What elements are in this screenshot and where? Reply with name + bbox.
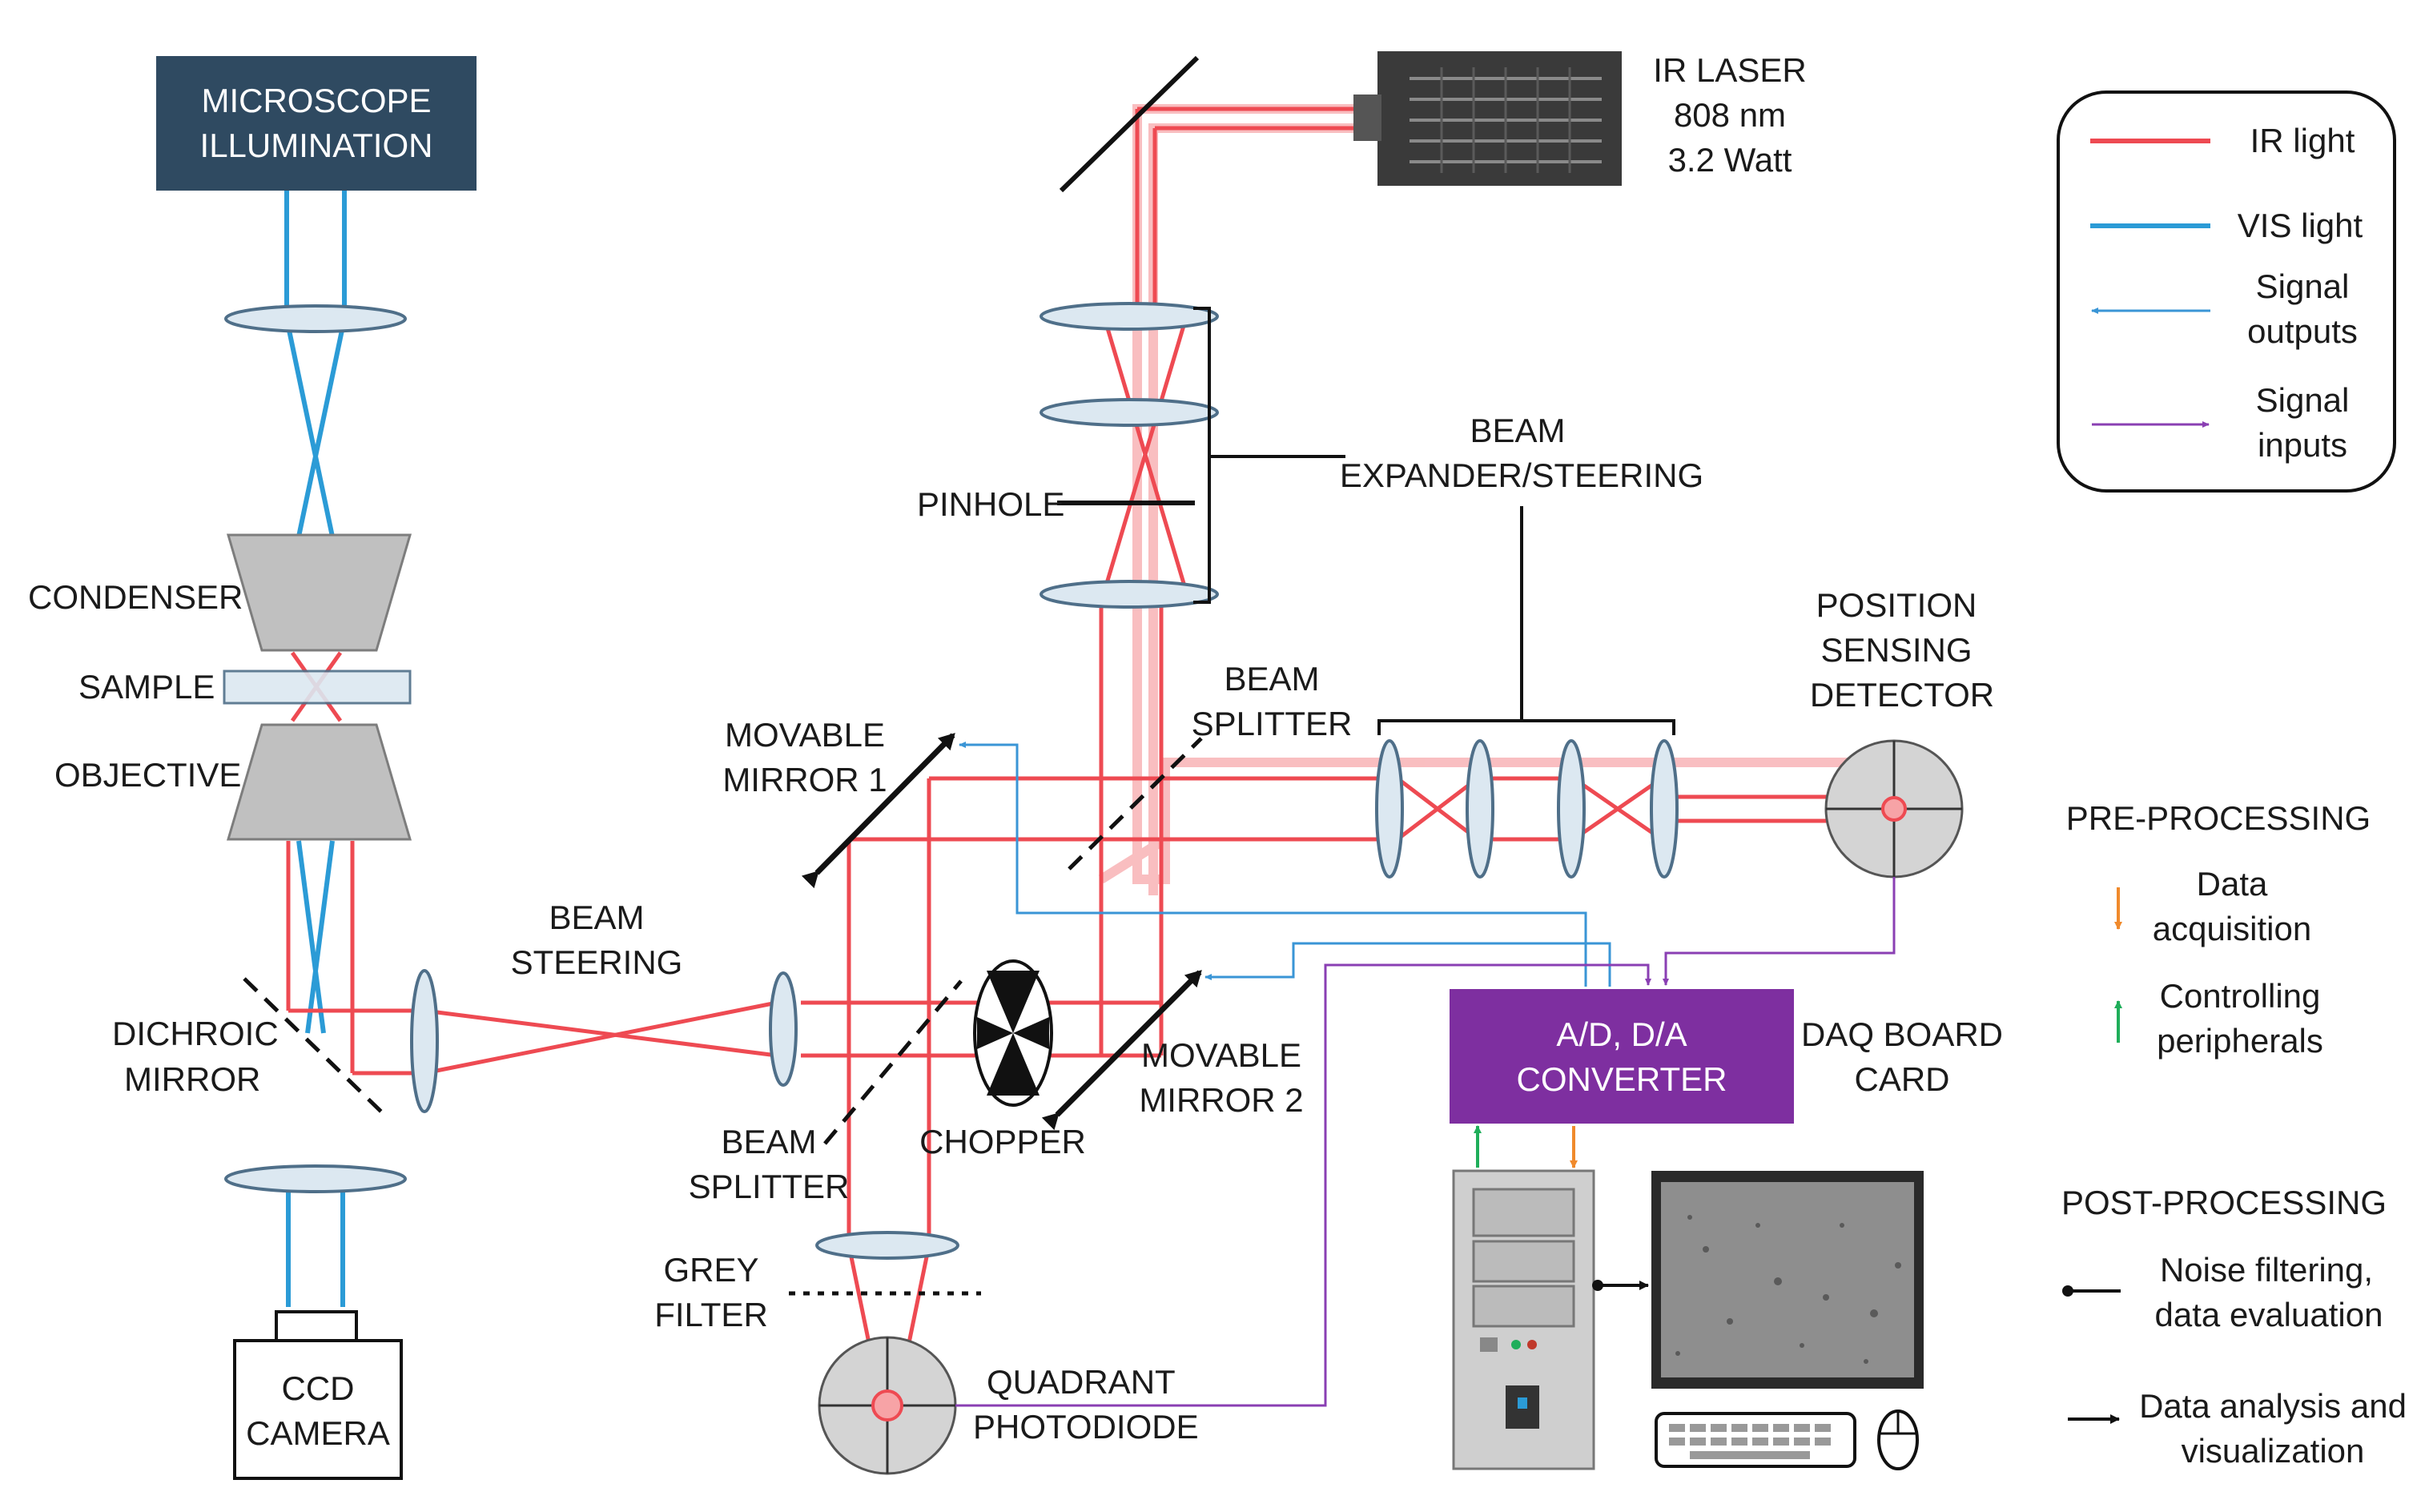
- pc-tower: [1452, 1169, 1595, 1470]
- dichroic-mirror-label-1: DICHROIC: [112, 1015, 279, 1052]
- ccd-camera-label-2: CAMERA: [246, 1414, 390, 1452]
- laser-turning-mirror: [1059, 55, 1200, 193]
- data-acquisition-label-2: acquisition: [2153, 910, 2311, 947]
- ir-laser-label-2: 808 nm: [1674, 96, 1786, 134]
- movable-mirror-1-label-2: MIRROR 1: [722, 761, 887, 798]
- legend: IR light VIS light Signal outputs Signal…: [2057, 90, 2396, 493]
- beam-expander-label-1: BEAM: [1470, 412, 1565, 449]
- ir-laser-label-3: 3.2 Watt: [1668, 141, 1792, 179]
- expander-bracket-horizontal: [1377, 506, 1675, 735]
- lens-illumination: [224, 304, 407, 333]
- condenser: [227, 533, 412, 652]
- beam-splitter-upper-label-1: BEAM: [1224, 660, 1319, 698]
- converter-label-2: CONVERTER: [1517, 1060, 1727, 1098]
- chopper-label: CHOPPER: [919, 1123, 1086, 1160]
- quadrant-photodiode-label-1: QUADRANT: [987, 1363, 1176, 1401]
- beam-splitter-upper: [1068, 737, 1203, 871]
- ir-light-beam: [286, 104, 1854, 1402]
- dichroic-mirror: [243, 977, 386, 1116]
- legend-ir-label: IR light: [2250, 122, 2355, 159]
- lens-beam-steering-right: [769, 971, 798, 1087]
- noise-filtering-label-2: data evaluation: [2155, 1296, 2383, 1333]
- data-analysis-label-1: Data analysis and: [2139, 1387, 2407, 1425]
- lens-beam-steering-left: [410, 969, 439, 1113]
- microscope-illumination-label-1: MICROSCOPE: [201, 82, 431, 119]
- lens-psd-1: [1375, 739, 1404, 879]
- data-acquisition-label-1: Data: [2197, 865, 2268, 903]
- noise-filtering-dot-icon: [2062, 1285, 2073, 1297]
- psd-label-2: SENSING: [1820, 631, 1972, 669]
- ccd-camera: CCD CAMERA: [233, 1310, 403, 1480]
- beam-splitter-lower: [823, 979, 963, 1145]
- lens-expander-3: [1040, 580, 1219, 609]
- psd-label-3: DETECTOR: [1810, 676, 1994, 714]
- legend-signal-outputs-label-2: outputs: [2247, 312, 2358, 350]
- keyboard: [1655, 1412, 1856, 1468]
- signal-input-wires: [955, 877, 1896, 1407]
- dichroic-mirror-label-2: MIRROR: [124, 1060, 260, 1098]
- legend-signal-outputs-label-1: Signal: [2256, 267, 2350, 305]
- beam-steering-label-2: STEERING: [511, 943, 683, 981]
- microscope-illumination-label-2: ILLUMINATION: [200, 127, 433, 164]
- beam-splitter-lower-label-1: BEAM: [721, 1123, 816, 1160]
- condenser-label: CONDENSER: [28, 578, 243, 616]
- quadrant-photodiode-label-2: PHOTODIODE: [973, 1408, 1199, 1446]
- noise-filtering-label-1: Noise filtering,: [2160, 1251, 2373, 1289]
- controlling-peripherals-label-1: Controlling: [2160, 977, 2321, 1015]
- ir-laser-label-1: IR LASER: [1653, 51, 1806, 89]
- lens-expander-2: [1040, 398, 1219, 427]
- chopper: [973, 959, 1053, 1107]
- objective-label: OBJECTIVE: [54, 756, 241, 794]
- sample-label: SAMPLE: [78, 668, 215, 706]
- position-sensing-detector: [1824, 739, 1964, 879]
- grey-filter-label-2: FILTER: [654, 1296, 768, 1333]
- processing-legend: PRE-PROCESSING Data acquisition Controll…: [2061, 799, 2407, 1470]
- objective: [226, 723, 412, 841]
- sample-slide: [223, 670, 412, 705]
- microscope-illumination-box: MICROSCOPE ILLUMINATION: [156, 56, 477, 191]
- grey-filter-label-1: GREY: [663, 1251, 758, 1289]
- pinhole-label: PINHOLE: [917, 485, 1064, 523]
- movable-mirror-1-label-1: MOVABLE: [725, 716, 885, 754]
- beam-splitter-lower-label-2: SPLITTER: [689, 1168, 850, 1205]
- lens-psd-2: [1466, 739, 1494, 879]
- lens-psd-4: [1650, 739, 1679, 879]
- beam-splitter-upper-label-2: SPLITTER: [1192, 705, 1353, 742]
- ir-laser: [1353, 51, 1622, 186]
- data-analysis-label-2: visualization: [2182, 1432, 2365, 1470]
- daq-board-label-1: DAQ BOARD: [1801, 1015, 2003, 1053]
- lens-expander-1: [1040, 302, 1219, 331]
- movable-mirror-2: [1041, 970, 1202, 1131]
- legend-signal-inputs-label-2: inputs: [2258, 426, 2347, 464]
- controlling-peripherals-label-2: peripherals: [2157, 1022, 2323, 1060]
- signal-output-wires: [959, 742, 1611, 987]
- beam-steering-label-1: BEAM: [549, 899, 644, 936]
- daq-board-label-2: CARD: [1854, 1060, 1949, 1098]
- lens-grey-filter: [815, 1231, 959, 1260]
- post-processing-title: POST-PROCESSING: [2061, 1184, 2387, 1221]
- beam-expander-label-2: EXPANDER/STEERING: [1340, 456, 1703, 494]
- mouse: [1877, 1409, 1919, 1470]
- legend-signal-inputs-label-1: Signal: [2256, 381, 2350, 419]
- vis-light-beam: [284, 189, 347, 1307]
- lens-psd-3: [1557, 739, 1586, 879]
- pre-processing-title: PRE-PROCESSING: [2066, 799, 2371, 837]
- ccd-camera-label-1: CCD: [282, 1369, 355, 1407]
- legend-vis-label: VIS light: [2238, 207, 2363, 244]
- pc-to-monitor-dot: [1592, 1280, 1603, 1291]
- lens-camera: [224, 1164, 407, 1193]
- movable-mirror-2-label-2: MIRROR 2: [1139, 1081, 1303, 1119]
- ad-da-converter: A/D, D/A CONVERTER: [1450, 989, 1794, 1124]
- expander-bracket: [1193, 307, 1345, 604]
- quadrant-photodiode: [818, 1336, 957, 1475]
- monitor: [1651, 1171, 1924, 1389]
- movable-mirror-1: [801, 733, 955, 889]
- converter-label-1: A/D, D/A: [1556, 1015, 1687, 1053]
- movable-mirror-2-label-1: MOVABLE: [1141, 1036, 1301, 1074]
- psd-label-1: POSITION: [1816, 586, 1977, 624]
